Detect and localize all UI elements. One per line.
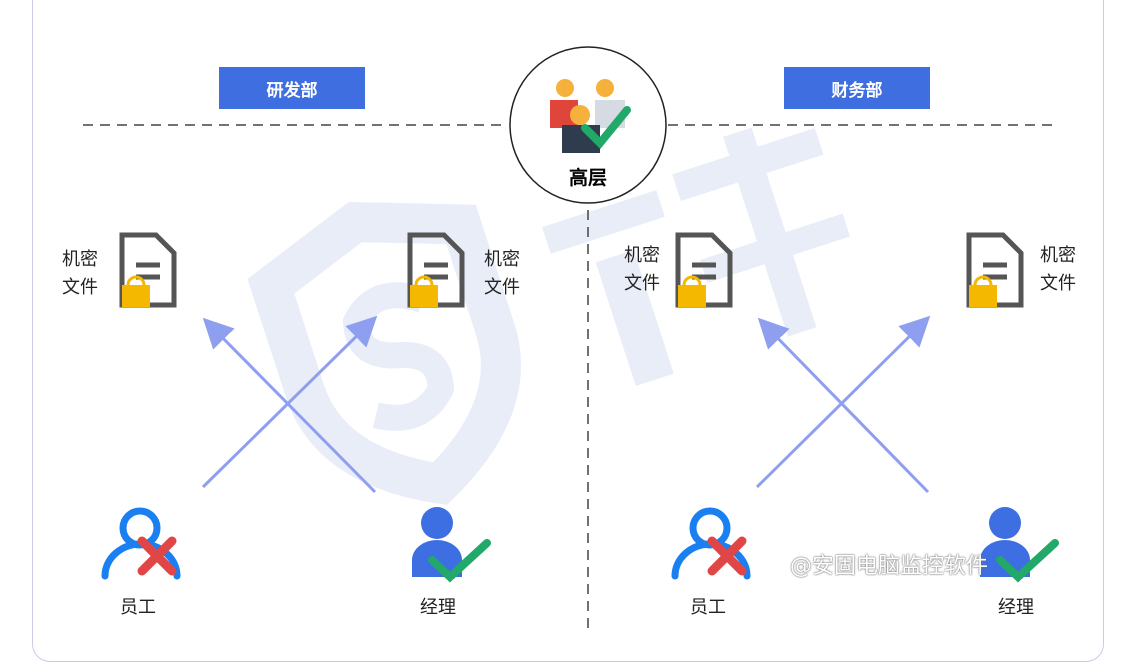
file-label-line: 机密 bbox=[484, 249, 520, 270]
manager-label: 经理 bbox=[420, 597, 456, 618]
employee-denied-icon bbox=[101, 507, 181, 580]
file-label-line: 文件 bbox=[1040, 273, 1076, 294]
file-label-line: 机密 bbox=[62, 249, 98, 270]
file-label-line: 文件 bbox=[624, 273, 660, 294]
manager-label: 经理 bbox=[998, 597, 1034, 618]
file-label: 机密文件 bbox=[1040, 242, 1084, 298]
employee-label: 员工 bbox=[690, 597, 726, 618]
file-label: 机密文件 bbox=[624, 242, 668, 298]
manager-approved-icon bbox=[412, 507, 491, 583]
employee-label: 员工 bbox=[120, 597, 156, 618]
connectors bbox=[83, 46, 1140, 630]
executive-icon bbox=[550, 79, 631, 153]
dept-finance-label: 财务部 bbox=[784, 67, 930, 109]
arrow bbox=[757, 317, 930, 494]
file-label: 机密文件 bbox=[62, 246, 106, 302]
confidential-file-icon bbox=[410, 235, 462, 307]
file-label-line: 机密 bbox=[624, 245, 660, 266]
watermark-logo bbox=[247, 127, 851, 505]
file-label-line: 文件 bbox=[484, 277, 520, 298]
confidential-file-icon bbox=[678, 235, 730, 307]
confidential-file-icon bbox=[969, 235, 1021, 307]
arrow bbox=[202, 317, 377, 494]
manager-approved-icon bbox=[980, 507, 1055, 577]
credit-watermark: @安固电脑监控软件 bbox=[790, 554, 989, 579]
file-label-line: 机密 bbox=[1040, 245, 1076, 266]
file-label: 机密文件 bbox=[484, 246, 528, 302]
file-label-line: 文件 bbox=[62, 277, 98, 298]
executive-label: 高层 bbox=[568, 167, 607, 189]
dept-rd-label: 研发部 bbox=[219, 67, 365, 109]
employee-denied-icon bbox=[675, 511, 747, 576]
confidential-file-icon bbox=[119, 232, 177, 308]
